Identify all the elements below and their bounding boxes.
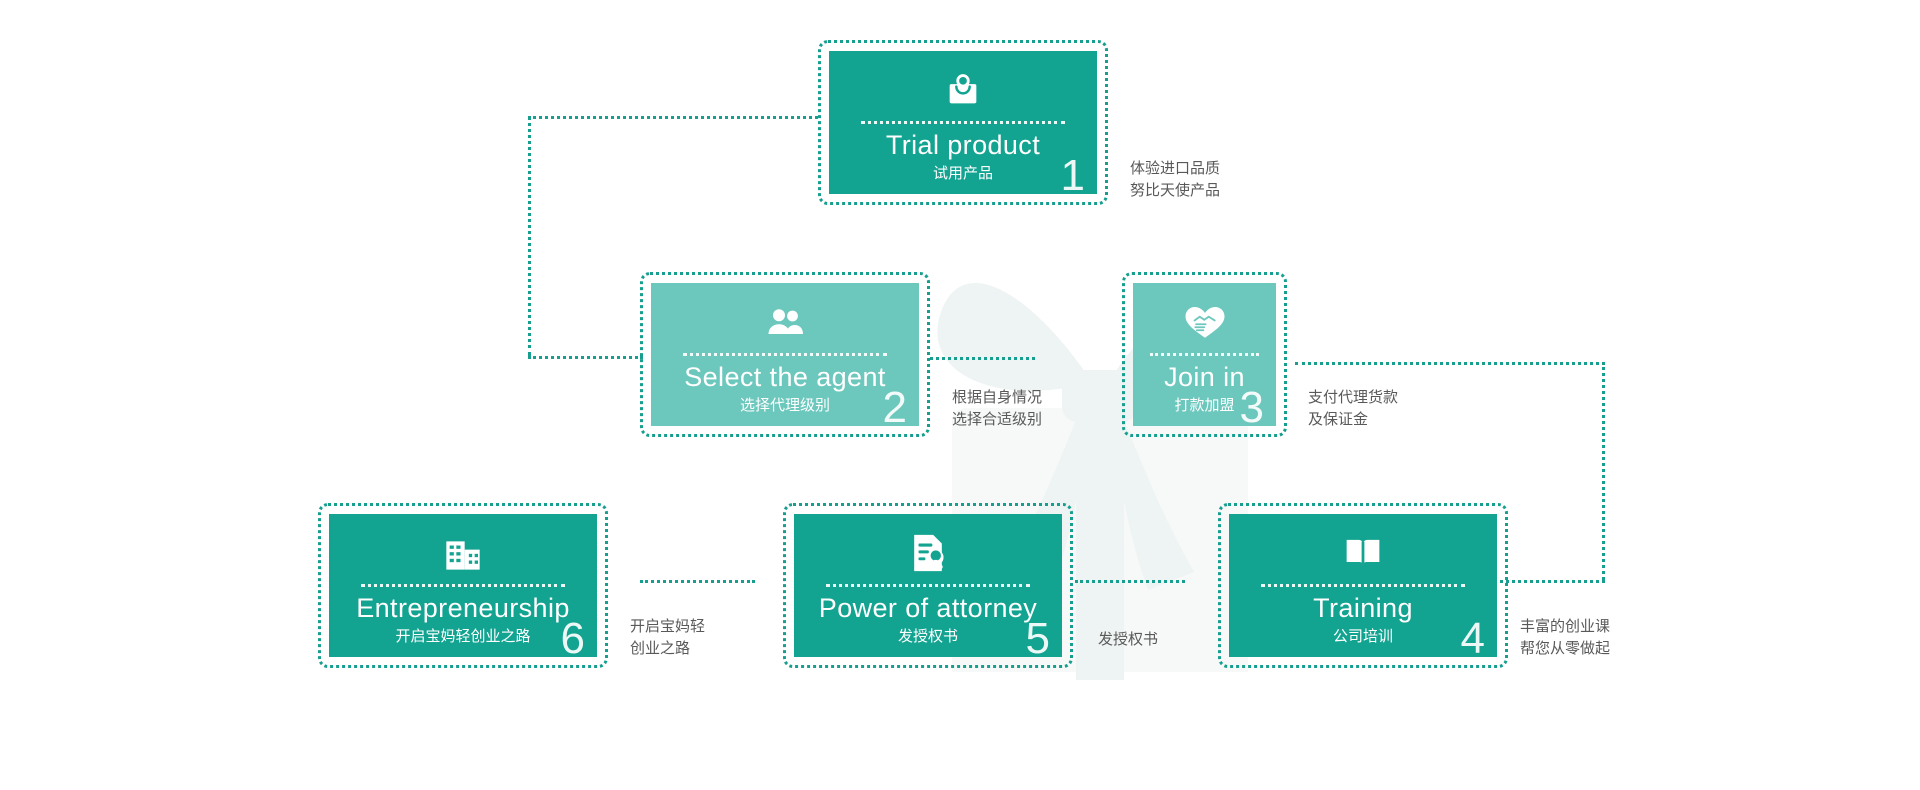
step-card-4-number: 4	[1460, 614, 1485, 663]
step-card-3-number: 3	[1239, 383, 1264, 432]
office-building-icon	[443, 532, 483, 574]
step-card-3-body: Join in 打款加盟 3	[1133, 283, 1276, 430]
step-card-5-body: Power of attorney 发授权书 5	[794, 514, 1062, 661]
step-card-3[interactable]: Join in 打款加盟 3	[1122, 272, 1287, 437]
connector-3-to-4-right	[1602, 362, 1605, 580]
connector-3-to-4-bottom	[1500, 580, 1605, 583]
step-card-3-note-line-2: 及保证金	[1308, 410, 1369, 428]
step-card-5-number: 5	[1025, 614, 1050, 663]
two-users-icon	[764, 301, 806, 343]
step-card-3-note-line-1: 支付代理货款	[1308, 389, 1399, 406]
card-divider	[683, 353, 887, 356]
connector-5-to-6	[640, 580, 755, 583]
step-card-6-note-line-1: 开启宝妈轻	[630, 618, 706, 635]
step-card-5-note-line-1: 发授权书	[1098, 631, 1159, 648]
step-card-2-title-cn: 选择代理级别	[739, 397, 830, 415]
step-card-5-note: 发授权书	[1098, 629, 1158, 651]
step-card-5-title-en: Power of attorney	[818, 593, 1038, 623]
step-card-4-title-cn: 公司培训	[1332, 628, 1393, 646]
step-card-4-note: 丰富的创业课 帮您从零做起	[1520, 616, 1610, 660]
step-card-6-note: 开启宝妈轻 创业之路	[630, 616, 705, 660]
step-card-3-note: 支付代理货款 及保证金	[1308, 387, 1398, 431]
step-card-2-note: 根据自身情况 选择合适级别	[952, 387, 1042, 431]
step-card-2-note-line-2: 选择合适级别	[952, 410, 1043, 428]
step-card-6-title-cn: 开启宝妈轻创业之路	[395, 628, 531, 646]
step-card-1-number: 1	[1060, 151, 1085, 200]
shopping-bag-icon	[943, 69, 983, 111]
step-card-1-title-cn: 试用产品	[932, 165, 993, 183]
step-card-4-note-line-2: 帮您从零做起	[1520, 639, 1611, 657]
connector-1-to-2-bottom	[528, 356, 643, 359]
handshake-heart-icon	[1184, 301, 1226, 343]
step-card-1-title-en: Trial product	[885, 130, 1041, 160]
step-card-4-title-en: Training	[1313, 593, 1413, 623]
card-divider	[861, 121, 1065, 124]
step-card-1-note-line-2: 努比天使产品	[1130, 181, 1221, 199]
step-card-2-note-line-1: 根据自身情况	[952, 389, 1043, 406]
step-card-2-number: 2	[882, 383, 907, 432]
step-card-1[interactable]: Trial product 试用产品 1	[818, 40, 1108, 205]
card-divider	[1261, 584, 1465, 587]
step-card-5-title-cn: 发授权书	[897, 628, 958, 646]
step-card-2-title-en: Select the agent	[684, 362, 886, 392]
step-card-1-body: Trial product 试用产品 1	[829, 51, 1097, 198]
step-card-6-body: Entrepreneurship 开启宝妈轻创业之路 6	[329, 514, 597, 661]
connector-4-to-5	[1075, 580, 1185, 583]
connector-3-to-4-top	[1295, 362, 1605, 365]
step-card-3-title-cn: 打款加盟	[1174, 397, 1235, 415]
open-book-icon	[1343, 532, 1383, 574]
connector-1-to-2-top	[528, 116, 818, 119]
connector-2-to-3	[930, 357, 1035, 360]
step-card-5[interactable]: Power of attorney 发授权书 5	[783, 503, 1073, 668]
step-card-6-note-line-2: 创业之路	[630, 639, 691, 657]
card-divider	[361, 584, 565, 587]
card-divider	[826, 584, 1030, 587]
step-card-4[interactable]: Training 公司培训 4	[1218, 503, 1508, 668]
certificate-stamp-icon	[909, 532, 947, 574]
step-card-6-number: 6	[560, 614, 585, 663]
step-card-1-note: 体验进口品质 努比天使产品	[1130, 158, 1220, 202]
connector-1-to-2-left	[528, 116, 531, 356]
step-card-3-title-en: Join in	[1164, 362, 1245, 392]
step-card-2[interactable]: Select the agent 选择代理级别 2	[640, 272, 930, 437]
step-card-2-body: Select the agent 选择代理级别 2	[651, 283, 919, 430]
step-card-4-body: Training 公司培训 4	[1229, 514, 1497, 661]
card-divider	[1150, 353, 1259, 356]
step-card-6-title-en: Entrepreneurship	[356, 593, 570, 623]
step-card-1-note-line-1: 体验进口品质	[1130, 160, 1221, 177]
step-card-6[interactable]: Entrepreneurship 开启宝妈轻创业之路 6	[318, 503, 608, 668]
step-card-4-note-line-1: 丰富的创业课	[1520, 618, 1611, 635]
